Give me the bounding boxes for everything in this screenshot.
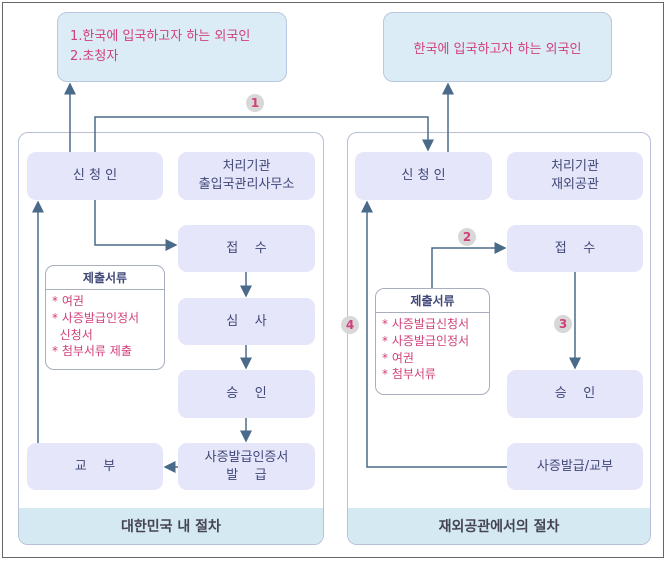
arrow-step2 [431,242,507,288]
document-item: * 첨부서류 [382,367,436,382]
arrow-to-receive [94,200,178,251]
document-item: * 첨부서류 제출 [52,344,132,359]
step-3-badge: 3 [554,315,572,333]
document-item: * 사증발급인정서 신청서 [52,310,140,342]
right-issue: 사증발급/교부 [507,443,643,490]
left-agency: 처리기관 출입국관리사무소 [178,152,315,200]
step-2-badge: 2 [458,228,476,246]
description-text: 한국에 입국하고자 하는 외국인 [413,41,582,57]
left-review: 심 사 [178,298,315,345]
document-item: * 여권 [382,350,414,365]
right-approve: 승 인 [507,370,643,418]
document-item: * 사증발급인정서 [382,333,470,348]
right-receive: 접 수 [507,225,643,272]
step-1-badge: 1 [246,94,264,112]
step-4-badge: 4 [341,316,359,334]
applicant-description-right: 한국에 입국하고자 하는 외국인 [383,12,612,82]
right-agency: 처리기관 재외공관 [507,152,643,200]
applicant-description-left: 1.한국에 입국하고자 하는 외국인 2.초청자 [57,12,287,82]
right-documents: 제출서류 * 사증발급신청서 * 사증발급인정서 * 여권 * 첨부서류 [375,288,490,395]
left-receive: 접 수 [178,225,315,272]
arrow-step4 [361,200,507,468]
panel-footer: 대한민국 내 절차 [19,508,323,544]
document-item: * 사증발급신청서 [382,317,470,331]
left-deliver: 교 부 [27,443,163,490]
document-item: * 여권 [52,294,84,308]
left-documents: 제출서류 * 여권 * 사증발급인정서 신청서 * 첨부서류 제출 [45,265,165,370]
left-issue: 사증발급인증서 발 급 [178,443,315,490]
left-applicant: 신 청 인 [27,152,163,200]
description-line: 2.초청자 [70,48,119,64]
documents-title: 제출서류 [46,266,164,290]
arrow-step1 [94,116,434,152]
documents-title: 제출서류 [376,289,489,313]
panel-footer: 재외공관에서의 절차 [348,508,650,544]
left-approve: 승 인 [178,370,315,418]
right-applicant: 신 청 인 [355,152,492,200]
description-line: 1.한국에 입국하고자 하는 외국인 [70,29,251,44]
